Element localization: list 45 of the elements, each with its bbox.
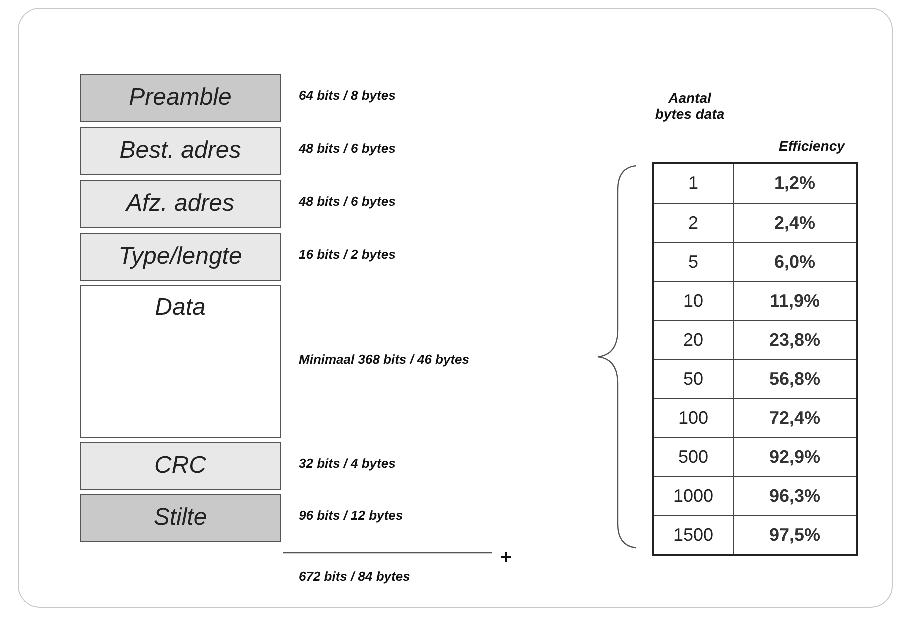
table-cell-text: 56,8%	[768, 368, 822, 390]
table-cell: 2	[654, 204, 734, 242]
column-header: Aantal bytes data	[654, 90, 726, 122]
column-header: Efficiency	[778, 138, 846, 154]
table-cell-text: 96,3%	[768, 484, 822, 508]
field-size-text: 96 bits / 12 bytes	[299, 508, 404, 524]
field-size-text: 32 bits / 4 bytes	[299, 456, 396, 472]
frame-field-box	[80, 285, 281, 438]
table-cell: 10	[654, 282, 734, 320]
field-size-text: 64 bits / 8 bytes	[299, 88, 396, 104]
field-name: Stilte	[152, 504, 208, 532]
table-cell-text: 11,9%	[768, 290, 822, 312]
frame-field-box	[80, 180, 281, 228]
field-name: CRC	[154, 452, 208, 480]
total-size-text: 672 bits / 84 bytes	[299, 569, 410, 585]
field-size-text: 16 bits / 2 bytes	[299, 247, 396, 263]
table-cell-text: 1,2%	[773, 172, 817, 195]
field-name: Data	[154, 294, 207, 322]
table-cell: 50	[654, 360, 734, 398]
table-cell-text: 72,4%	[768, 406, 822, 430]
field-name: Preamble	[128, 84, 233, 112]
frame-field-box	[80, 233, 281, 281]
table-cell: 5	[654, 243, 734, 281]
frame-field-box	[80, 74, 281, 122]
table-cell-text: 92,9%	[768, 446, 822, 468]
plus-sign: +	[500, 548, 512, 568]
table-cell: 20	[654, 321, 734, 359]
table-cell-text: 6,0%	[773, 250, 817, 274]
frame-field-box	[80, 494, 281, 542]
table-cell: 1	[654, 164, 734, 203]
table-cell-text: 23,8%	[768, 328, 822, 352]
field-name: Best. adres	[118, 137, 242, 165]
table-cell-text: 97,5%	[768, 524, 822, 546]
field-size-text: 48 bits / 6 bytes	[299, 194, 396, 210]
field-name: Afz. adres	[124, 190, 236, 218]
field-name: Type/lengte	[118, 243, 244, 271]
table-cell: 1000	[654, 477, 734, 515]
table-cell: 100	[654, 399, 734, 437]
table-cell-text: 2,4%	[773, 212, 817, 234]
table-cell: 1500	[654, 516, 734, 554]
frame-field-box	[80, 442, 281, 490]
table-cell: 500	[654, 438, 734, 476]
field-size-text: Minimaal 368 bits / 46 bytes	[299, 352, 470, 368]
field-size-text: 48 bits / 6 bytes	[299, 141, 396, 157]
frame-field-box	[80, 127, 281, 175]
